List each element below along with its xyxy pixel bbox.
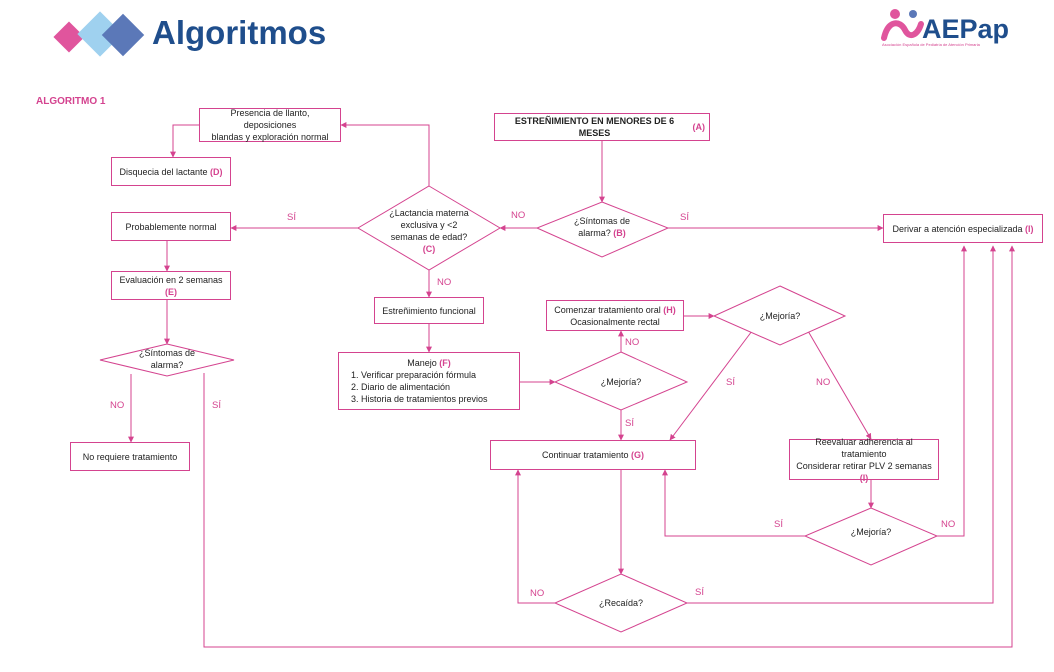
node-oral-line1: Comenzar tratamiento oral bbox=[554, 304, 661, 315]
decision-mejoria1: ¿Mejoría? bbox=[600, 377, 642, 387]
decision-sintomas1-ref: (B) bbox=[613, 228, 626, 238]
node-reevaluar-ref: (I) bbox=[859, 472, 869, 483]
node-normal: Probablemente normal bbox=[111, 212, 231, 241]
label-no-recaida: NO bbox=[530, 588, 545, 599]
decision-lactancia-shape bbox=[357, 185, 501, 271]
label-no-sintomas2: NO bbox=[110, 400, 125, 411]
node-continuar-text: Continuar tratamiento bbox=[541, 450, 629, 460]
node-oral: Comenzar tratamiento oral (H) Ocasionalm… bbox=[546, 300, 684, 331]
node-normal-text: Probablemente normal bbox=[125, 221, 217, 232]
decision-sintomas2-shape bbox=[99, 343, 235, 377]
node-funcional-text: Estreñimiento funcional bbox=[382, 305, 476, 316]
edge-sintomas2-derivar bbox=[203, 245, 1015, 648]
page-title: Algoritmos bbox=[152, 14, 327, 51]
node-start-ref: (A) bbox=[692, 122, 706, 132]
label-si-recaida: SÍ bbox=[695, 587, 704, 598]
edge-mejoria3-continuar bbox=[662, 469, 805, 537]
decision-mejoria2: ¿Mejoría? bbox=[759, 311, 801, 321]
node-reevaluar-line2: Considerar retirar PLV 2 semanas bbox=[796, 460, 932, 471]
node-reevaluar-line1: Reevaluar adherencia al tratamiento bbox=[815, 436, 913, 459]
node-evaluacion-line1: Evaluación en 2 semanas bbox=[119, 274, 223, 285]
decision-recaida-shape bbox=[553, 573, 689, 633]
decision-mejoria2-shape bbox=[712, 285, 847, 346]
label-no-lactancia-sintomas: NO bbox=[511, 210, 526, 221]
edge-mejoria2-reevaluar bbox=[807, 330, 872, 440]
aepap-logo-subtitle: Asociación Española de Pediatría de Aten… bbox=[882, 42, 980, 47]
node-manejo-item: Historia de tratamientos previos bbox=[361, 393, 488, 405]
node-oral-ref: (H) bbox=[663, 304, 676, 315]
node-evaluacion: Evaluación en 2 semanas (E) bbox=[111, 271, 231, 300]
label-no-lactancia-funcional: NO bbox=[437, 277, 452, 288]
node-disquecia-text: Disquecia del lactante bbox=[119, 166, 208, 177]
node-presencia: Presencia de llanto, deposiciones blanda… bbox=[199, 108, 341, 142]
node-manejo-list: Verificar preparación fórmula Diario de … bbox=[343, 369, 488, 405]
decision-mejoria3-shape bbox=[803, 507, 939, 566]
edge-recaida-continuar bbox=[515, 469, 555, 604]
node-manejo-item: Diario de alimentación bbox=[361, 381, 488, 393]
label-si-sintomas-derivar: SÍ bbox=[680, 212, 689, 223]
node-manejo-ref: (F) bbox=[439, 358, 451, 368]
decision-sintomas1-line1: ¿Síntomas de bbox=[573, 216, 631, 226]
node-disquecia: Disquecia del lactante (D) bbox=[111, 157, 231, 186]
label-si-mejoria1: SÍ bbox=[625, 418, 634, 429]
decision-sintomas2: ¿Síntomas de alarma? bbox=[122, 346, 212, 372]
label-si-lactancia-normal: SÍ bbox=[287, 212, 296, 223]
node-no-tratamiento-text: No requiere tratamiento bbox=[82, 451, 178, 462]
decision-mejoria1-shape bbox=[553, 351, 689, 411]
node-manejo-title: Manejo bbox=[407, 358, 437, 368]
aepap-logo-mark bbox=[881, 9, 924, 41]
decision-lactancia-line2: exclusiva y <2 bbox=[400, 220, 458, 230]
node-start: ESTREÑIMIENTO EN MENORES DE 6 MESES (A) bbox=[494, 113, 710, 141]
label-no-mejoria2: NO bbox=[816, 377, 831, 388]
decision-lactancia: ¿Lactancia materna exclusiva y <2 semana… bbox=[374, 206, 484, 256]
decision-lactancia-ref: (C) bbox=[422, 244, 436, 254]
decision-mejoria3: ¿Mejoría? bbox=[850, 527, 892, 537]
aepap-logo-text: AEPap bbox=[922, 14, 1010, 44]
decision-sintomas1-line2: alarma? bbox=[578, 228, 611, 238]
edge-recaida-derivar bbox=[687, 245, 996, 604]
node-derivar: Derivar a atención especializada (I) bbox=[883, 214, 1043, 243]
algorithm-label: ALGORITMO 1 bbox=[36, 96, 106, 107]
node-no-tratamiento: No requiere tratamiento bbox=[70, 442, 190, 471]
node-start-text: ESTREÑIMIENTO EN MENORES DE 6 MESES bbox=[514, 116, 675, 138]
node-manejo-item: Verificar preparación fórmula bbox=[361, 369, 488, 381]
node-derivar-text: Derivar a atención especializada bbox=[892, 223, 1023, 234]
node-oral-line2: Ocasionalmente rectal bbox=[570, 316, 660, 327]
node-evaluacion-ref: (E) bbox=[165, 286, 177, 297]
edge-mejoria3-derivar bbox=[937, 245, 967, 537]
label-si-mejoria3: SÍ bbox=[774, 519, 783, 530]
decision-sintomas2-line1: ¿Síntomas de bbox=[138, 348, 196, 358]
label-si-sintomas2: SÍ bbox=[212, 400, 221, 411]
decision-lactancia-line3: semanas de edad? bbox=[390, 232, 468, 242]
node-funcional: Estreñimiento funcional bbox=[374, 297, 484, 324]
node-continuar: Continuar tratamiento (G) bbox=[490, 440, 696, 470]
node-continuar-ref: (G) bbox=[631, 450, 645, 460]
label-no-mejoria1: NO bbox=[625, 337, 640, 348]
decision-recaida: ¿Recaída? bbox=[598, 598, 644, 608]
decision-sintomas1: ¿Síntomas de alarma? (B) bbox=[557, 210, 647, 244]
node-reevaluar: Reevaluar adherencia al tratamiento Cons… bbox=[789, 436, 939, 483]
node-manejo: Manejo (F) Verificar preparación fórmula… bbox=[338, 352, 520, 410]
edge-mejoria2-continuar bbox=[669, 330, 753, 441]
node-presencia-line1: Presencia de llanto, deposiciones bbox=[230, 108, 310, 130]
node-presencia-line2: blandas y exploración normal bbox=[211, 132, 329, 142]
algoritmos-logo-mark bbox=[53, 11, 145, 57]
edge-presencia-disquecia bbox=[170, 124, 199, 158]
decision-lactancia-line1: ¿Lactancia materna bbox=[389, 208, 469, 218]
edge-lactancia-presencia bbox=[340, 122, 430, 186]
decision-sintomas2-line2: alarma? bbox=[150, 360, 184, 370]
node-derivar-ref: (I) bbox=[1025, 223, 1034, 234]
label-no-mejoria3: NO bbox=[941, 519, 956, 530]
label-si-mejoria2: SÍ bbox=[726, 377, 735, 388]
decision-sintomas1-shape bbox=[535, 201, 670, 258]
node-disquecia-ref: (D) bbox=[210, 166, 223, 177]
